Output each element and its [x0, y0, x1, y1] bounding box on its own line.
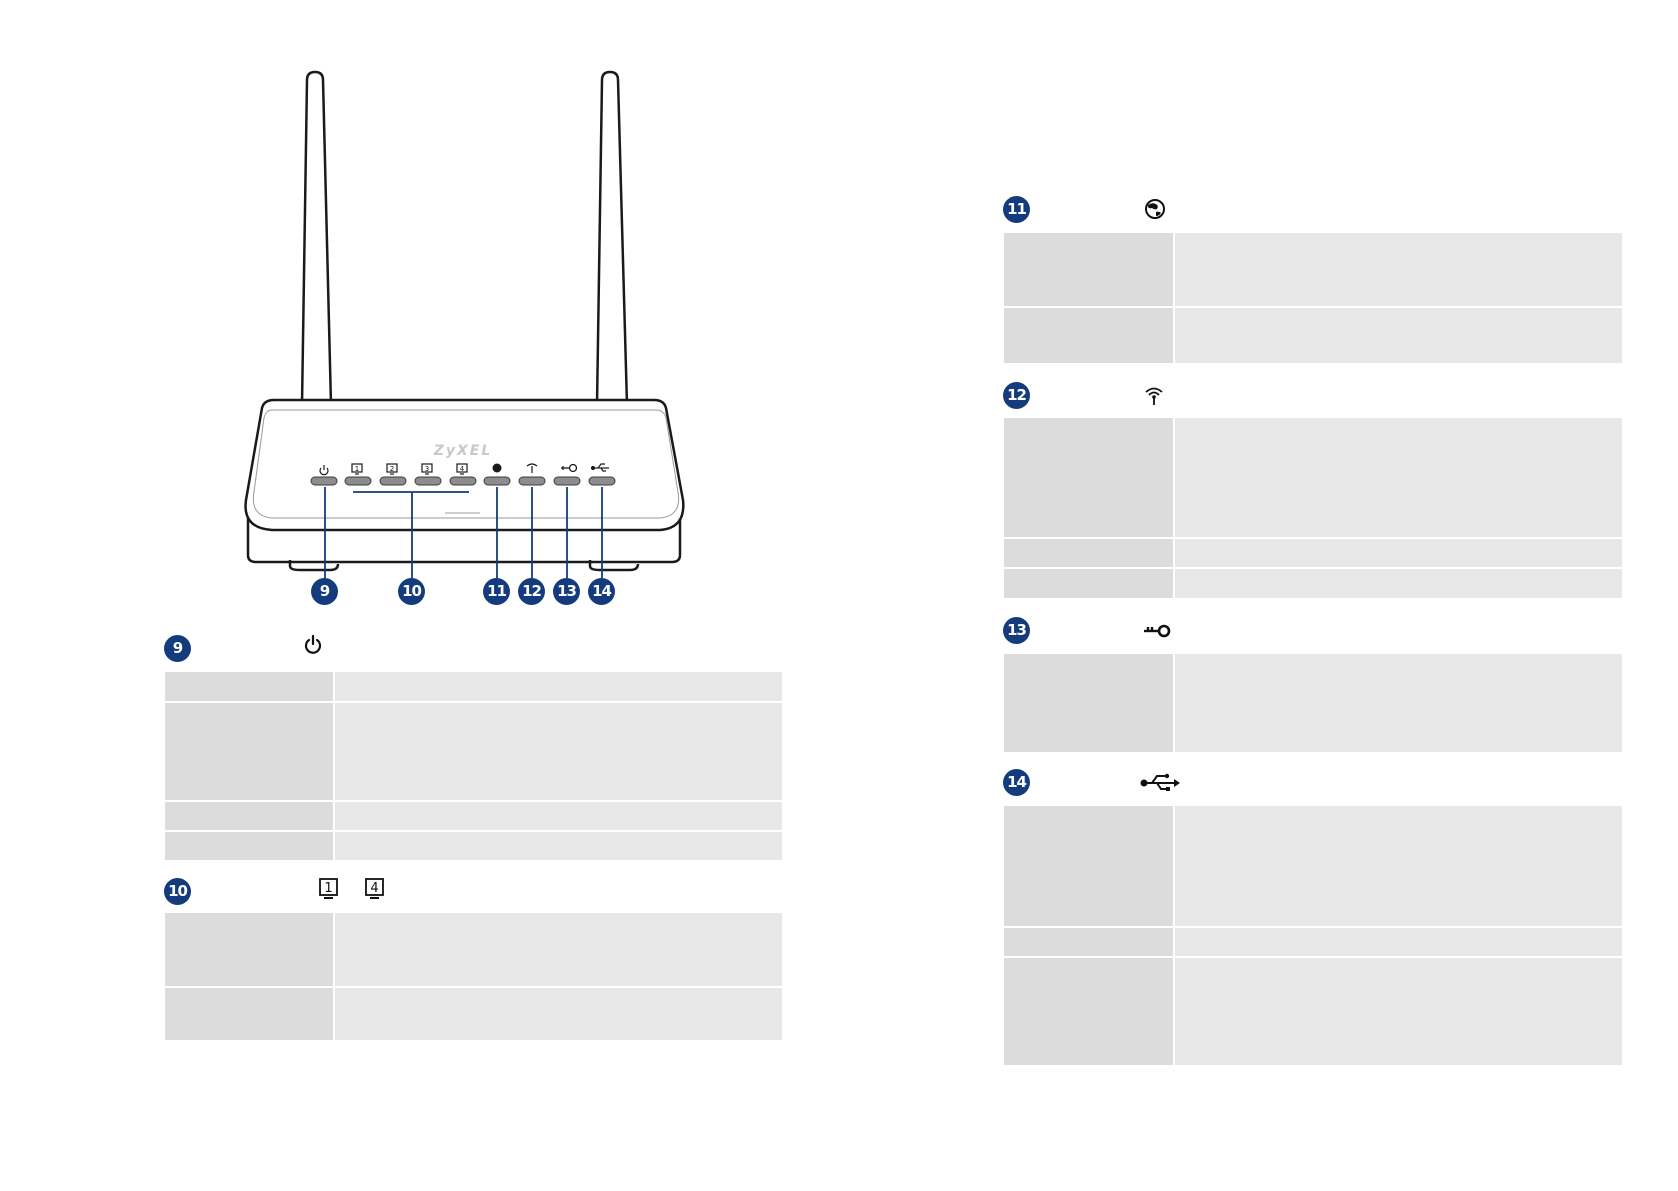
section-10-badge: 10	[164, 878, 191, 905]
led-power	[310, 476, 338, 486]
callout-13: 13	[553, 578, 580, 605]
section-11-table	[1004, 233, 1622, 363]
lan-icon-first-label: 1	[324, 881, 332, 896]
leader-lines	[324, 487, 603, 578]
callout-12: 12	[518, 578, 545, 605]
wps-icon	[561, 463, 578, 473]
table-row	[165, 913, 782, 988]
table-row	[1004, 957, 1622, 1065]
table-row	[165, 801, 782, 832]
lan-4-icon	[456, 463, 468, 475]
led-internet	[483, 476, 511, 486]
internet-icon	[1145, 199, 1165, 219]
wlan-icon	[526, 463, 538, 473]
table-row	[1004, 418, 1622, 539]
led-lan-2	[379, 476, 407, 486]
section-14-badge: 14	[1003, 769, 1030, 796]
table-row	[165, 702, 782, 802]
usb-icon	[590, 463, 609, 472]
table-row	[1004, 654, 1622, 752]
led-wlan	[518, 476, 546, 486]
power-icon	[319, 467, 329, 476]
led-icon-row	[319, 463, 468, 476]
callout-9: 9	[311, 578, 338, 605]
lan-icon: 1 4	[319, 878, 384, 899]
callout-10: 10	[398, 578, 425, 605]
lan-2-icon	[386, 463, 398, 475]
section-11-badge: 11	[1003, 196, 1030, 223]
power-icon	[304, 634, 322, 654]
table-row	[1004, 568, 1622, 598]
led-usb	[588, 476, 616, 486]
lan-1-icon	[351, 463, 363, 475]
section-9-table	[165, 672, 782, 860]
led-wps	[553, 476, 581, 486]
lan-4-number: 4	[460, 465, 465, 473]
wps-icon	[1144, 624, 1171, 638]
lan-1-number: 1	[355, 465, 359, 473]
lan-2-number: 2	[390, 465, 394, 473]
led-lan-3	[414, 476, 442, 486]
led-lan-1	[344, 476, 372, 486]
lan-3-icon	[421, 463, 433, 475]
section-12-table	[1004, 418, 1622, 598]
section-14-table	[1004, 806, 1622, 1065]
table-row	[1004, 538, 1622, 569]
section-10-table	[165, 913, 782, 1040]
left-antenna	[300, 70, 333, 407]
router-body	[244, 398, 685, 532]
table-row	[165, 672, 782, 703]
router-illustration: ZyXEL 1 2 3 4	[244, 70, 685, 578]
table-row	[1004, 806, 1622, 928]
table-row	[1004, 307, 1622, 363]
router-logo: ZyXEL	[433, 443, 493, 459]
table-row	[1004, 233, 1622, 308]
lan-3-number: 3	[425, 465, 429, 473]
section-9-badge: 9	[164, 635, 191, 662]
section-13-table	[1004, 654, 1622, 752]
section-13-badge: 13	[1003, 617, 1030, 644]
internet-icon	[492, 463, 502, 473]
led-bars	[310, 476, 616, 486]
callout-11: 11	[483, 578, 510, 605]
callout-14: 14	[588, 578, 615, 605]
right-antenna	[595, 70, 629, 407]
usb-icon	[1140, 773, 1180, 791]
wlan-icon	[1145, 387, 1163, 405]
lan-icon-last-label: 4	[370, 881, 378, 896]
section-12-badge: 12	[1003, 382, 1030, 409]
led-lan-4	[449, 476, 477, 486]
table-row	[1004, 927, 1622, 958]
table-row	[165, 987, 782, 1040]
table-row	[165, 831, 782, 860]
